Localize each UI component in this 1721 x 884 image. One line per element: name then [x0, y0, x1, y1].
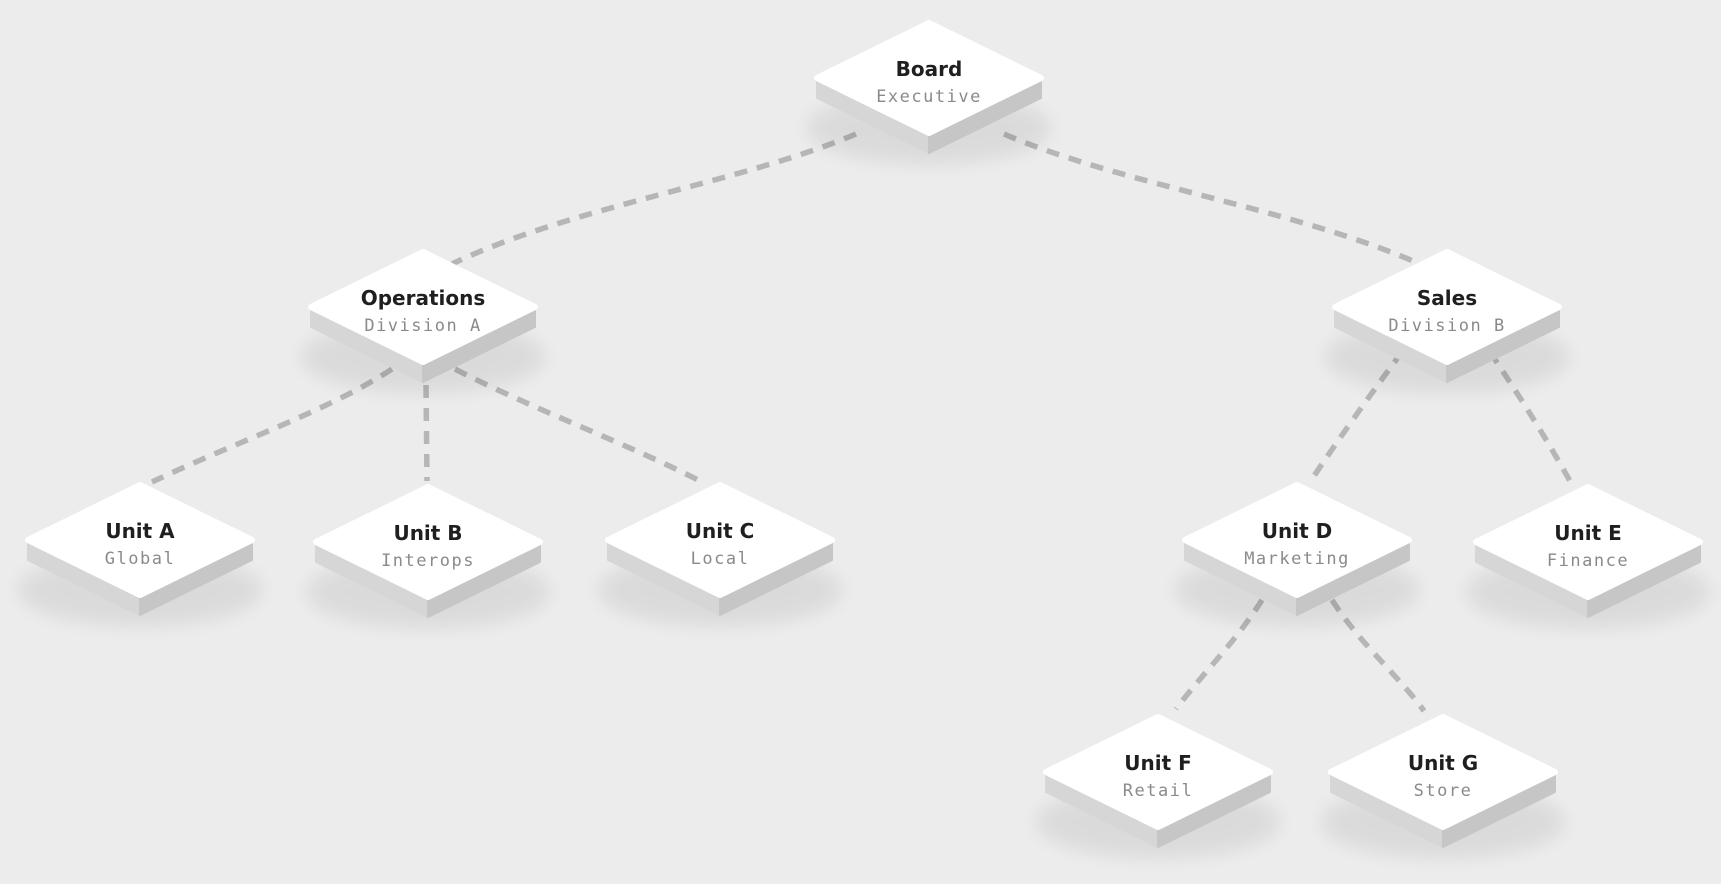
node-title: Unit B: [393, 521, 462, 545]
node-unit-c[interactable]: Unit C Local: [598, 485, 842, 626]
edge-board-sales: [1002, 131, 1422, 267]
node-title: Unit A: [105, 519, 175, 543]
node-unit-b[interactable]: Unit B Interops: [306, 487, 550, 628]
node-subtitle: Finance: [1547, 551, 1629, 571]
node-subtitle: Division B: [1388, 316, 1505, 336]
node-subtitle: Interops: [381, 551, 475, 571]
edge-unit-d-unit-f: [1173, 598, 1265, 711]
node-unit-e[interactable]: Unit E Finance: [1466, 487, 1710, 628]
nodes: Board Executive Operations Division A Sa…: [18, 23, 1710, 858]
node-subtitle: Local: [691, 549, 750, 569]
node-subtitle: Global: [105, 549, 175, 569]
node-subtitle: Store: [1414, 781, 1473, 801]
connectors: [150, 131, 1574, 713]
node-title: Unit E: [1554, 521, 1622, 545]
node-title: Unit G: [1408, 751, 1478, 775]
node-subtitle: Retail: [1123, 781, 1193, 801]
node-operations[interactable]: Operations Division A: [301, 252, 545, 393]
node-subtitle: Executive: [876, 87, 982, 107]
node-title: Operations: [361, 286, 486, 310]
node-unit-g[interactable]: Unit G Store: [1321, 717, 1565, 858]
node-unit-f[interactable]: Unit F Retail: [1036, 717, 1280, 858]
node-title: Sales: [1417, 286, 1477, 310]
edge-sales-unit-e: [1487, 350, 1574, 485]
node-title: Unit F: [1124, 751, 1192, 775]
node-sales[interactable]: Sales Division B: [1325, 252, 1569, 393]
node-board[interactable]: Board Executive: [807, 23, 1051, 164]
edge-unit-d-unit-g: [1329, 598, 1427, 713]
node-subtitle: Marketing: [1244, 549, 1350, 569]
edge-operations-unit-b: [423, 384, 430, 482]
node-title: Unit C: [686, 519, 755, 543]
node-unit-d[interactable]: Unit D Marketing: [1175, 485, 1419, 626]
edge-sales-unit-d: [1309, 350, 1405, 481]
node-title: Unit D: [1262, 519, 1332, 543]
node-subtitle: Division A: [364, 316, 481, 336]
node-title: Board: [896, 57, 963, 81]
edge-board-operations: [450, 131, 858, 267]
node-unit-a[interactable]: Unit A Global: [18, 485, 262, 626]
